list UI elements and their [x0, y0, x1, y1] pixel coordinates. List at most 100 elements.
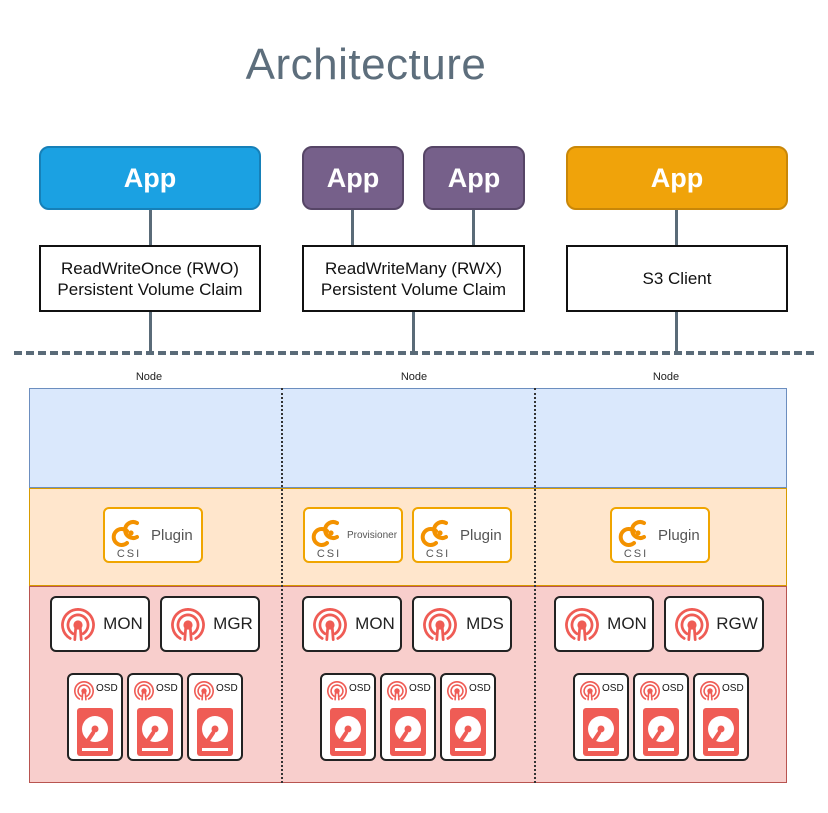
- ceph-mon-box-node1: MON: [50, 596, 150, 652]
- rwx-app2-connector: [472, 210, 475, 245]
- csi-provisioner-label: Provisioner: [347, 529, 398, 541]
- osd-label: OSD: [469, 683, 491, 694]
- rwx-claim-connector: [412, 312, 415, 354]
- ceph-logo-icon: [447, 680, 467, 701]
- s3-app-label: App: [650, 162, 704, 193]
- csi-logo-icon: CSI: [618, 520, 648, 559]
- rwx-claim-line1: ReadWriteMany (RWX): [325, 258, 502, 278]
- s3-client-label: S3 Client: [642, 269, 712, 288]
- rwx-claim-line2: Persistent Volume Claim: [320, 279, 507, 299]
- rwo-app-label: App: [123, 162, 177, 193]
- csi-logo-icon: CSI: [311, 520, 341, 559]
- csi-logo-text: CSI: [426, 548, 450, 559]
- ceph-logo-icon: [387, 680, 407, 701]
- ceph-logo-icon: [134, 680, 154, 701]
- csi-plugin-box-node3: CSI Plugin: [610, 507, 710, 563]
- osd-box: OSD: [440, 673, 496, 761]
- csi-logo-icon: CSI: [111, 520, 141, 559]
- s3-claim-connector: [675, 312, 678, 354]
- csi-plugin-box-node1: CSI Plugin: [103, 507, 203, 563]
- rwo-claim-connector: [149, 312, 152, 354]
- osd-box: OSD: [127, 673, 183, 761]
- rwo-claim-line2: Persistent Volume Claim: [57, 279, 243, 299]
- csi-plugin-label: Plugin: [658, 526, 700, 544]
- osd-label: OSD: [349, 683, 371, 694]
- csi-plugin-box-node2: CSI Plugin: [412, 507, 512, 563]
- node-label-3: Node: [652, 371, 680, 383]
- ceph-logo-icon: [194, 680, 214, 701]
- csi-logo-text: CSI: [317, 548, 341, 559]
- service-label: RGW: [716, 614, 758, 633]
- csi-logo-text: CSI: [117, 548, 141, 559]
- rwx-app-box-2: App: [423, 146, 525, 210]
- ceph-logo-icon: [700, 680, 720, 701]
- osd-label: OSD: [156, 683, 178, 694]
- ceph-logo-icon: [675, 608, 709, 642]
- rwx-app1-connector: [351, 210, 354, 245]
- rwx-claim-box: ReadWriteMany (RWX) Persistent Volume Cl…: [302, 245, 525, 312]
- osd-box: OSD: [187, 673, 243, 761]
- ceph-mon-box-node2: MON: [302, 596, 402, 652]
- csi-logo-text: CSI: [624, 548, 648, 559]
- ceph-rgw-box-node3: RGW: [664, 596, 764, 652]
- csi-provisioner-box-node2: CSI Provisioner: [303, 507, 403, 563]
- node-divider-2: [534, 388, 536, 783]
- rwo-app-box: App: [39, 146, 261, 210]
- ceph-mgr-box-node1: MGR: [160, 596, 260, 652]
- hard-disk-icon: [329, 707, 367, 757]
- ceph-logo-icon: [171, 608, 205, 642]
- rwo-app-connector: [149, 210, 152, 245]
- ceph-mon-box-node3: MON: [554, 596, 654, 652]
- osd-box: OSD: [67, 673, 123, 761]
- csi-logo-icon: CSI: [420, 520, 450, 559]
- hard-disk-icon: [582, 707, 620, 757]
- ceph-logo-icon: [423, 608, 457, 642]
- ceph-mds-box-node2: MDS: [412, 596, 512, 652]
- osd-label: OSD: [216, 683, 238, 694]
- hard-disk-icon: [642, 707, 680, 757]
- rwo-claim-line1: ReadWriteOnce (RWO): [61, 258, 239, 278]
- service-label: MON: [607, 614, 647, 633]
- osd-box: OSD: [320, 673, 376, 761]
- node-label-2: Node: [400, 371, 428, 383]
- osd-box: OSD: [633, 673, 689, 761]
- s3-app-box: App: [566, 146, 788, 210]
- ceph-logo-icon: [565, 608, 599, 642]
- csi-plugin-label: Plugin: [151, 526, 193, 544]
- hard-disk-icon: [449, 707, 487, 757]
- ceph-logo-icon: [313, 608, 347, 642]
- service-label: MON: [355, 614, 395, 633]
- application-layer-band: [29, 388, 787, 488]
- hard-disk-icon: [76, 707, 114, 757]
- rwx-app-label-2: App: [447, 162, 501, 193]
- ceph-logo-icon: [640, 680, 660, 701]
- hard-disk-icon: [702, 707, 740, 757]
- osd-label: OSD: [409, 683, 431, 694]
- ceph-logo-icon: [61, 608, 95, 642]
- osd-label: OSD: [662, 683, 684, 694]
- service-label: MGR: [213, 614, 253, 633]
- ceph-logo-icon: [327, 680, 347, 701]
- s3-app-connector: [675, 210, 678, 245]
- rwx-app-box-1: App: [302, 146, 404, 210]
- osd-box: OSD: [380, 673, 436, 761]
- service-label: MON: [103, 614, 143, 633]
- ceph-logo-icon: [74, 680, 94, 701]
- osd-label: OSD: [96, 683, 118, 694]
- ceph-logo-icon: [580, 680, 600, 701]
- hard-disk-icon: [389, 707, 427, 757]
- hard-disk-icon: [136, 707, 174, 757]
- node-label-1: Node: [135, 371, 163, 383]
- s3-client-box: S3 Client: [566, 245, 788, 312]
- hard-disk-icon: [196, 707, 234, 757]
- rwx-app-label-1: App: [326, 162, 380, 193]
- service-label: MDS: [466, 614, 504, 633]
- cluster-boundary-line: [14, 351, 814, 355]
- osd-box: OSD: [573, 673, 629, 761]
- osd-label: OSD: [602, 683, 624, 694]
- csi-plugin-label: Plugin: [460, 526, 502, 544]
- rwo-claim-box: ReadWriteOnce (RWO) Persistent Volume Cl…: [39, 245, 261, 312]
- diagram-title: Architecture: [245, 40, 487, 89]
- osd-box: OSD: [693, 673, 749, 761]
- node-divider-1: [281, 388, 283, 783]
